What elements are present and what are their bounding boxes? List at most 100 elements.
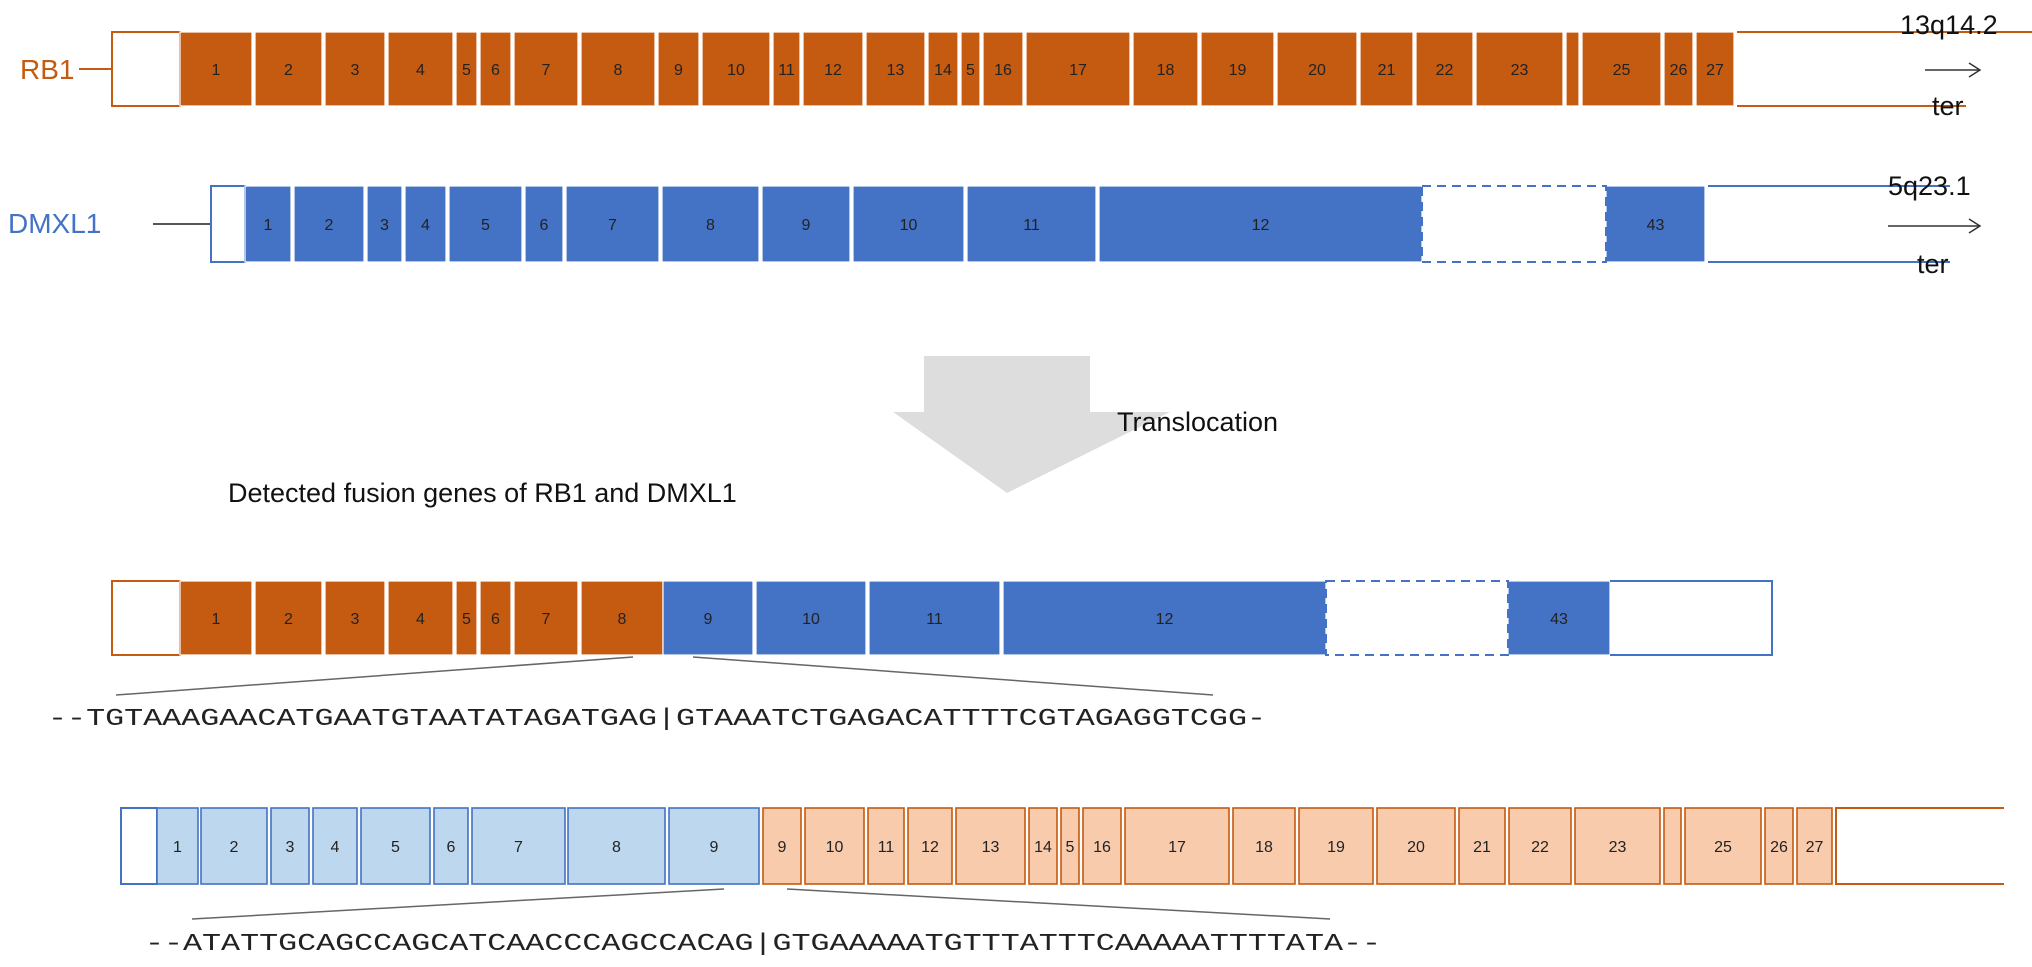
rb1-exon-2-label: 2 <box>284 62 293 79</box>
dmxl1-ter-label: ter <box>1917 249 1949 279</box>
fusion1-dmxl1-exon-5 <box>1507 580 1611 656</box>
rb1-exon-13-label: 13 <box>887 62 905 79</box>
fusion2-dmxl1-exon-6-label: 6 <box>447 839 456 856</box>
rb1-exon-25 <box>1581 31 1662 107</box>
fusion1-rb1-exon-5 <box>455 580 478 656</box>
fusion2-rb1-exon-2 <box>804 807 865 885</box>
fusion1-dmxl1-exon-4-label: 12 <box>1156 611 1174 628</box>
rb1-exon-5 <box>455 31 478 107</box>
fusion2-rb1-exon-10 <box>1232 807 1296 885</box>
rb1-exon-9 <box>657 31 700 107</box>
fusion1-junction-sequence: --TGTAAAGAACATGAATGTAATATAGATGAG|GTAAATC… <box>48 706 1266 733</box>
rb1-exon-20-label: 20 <box>1308 62 1326 79</box>
fusion1-rb1-exon-1 <box>179 580 253 656</box>
rb1-exon-14 <box>927 31 959 107</box>
fusion2-rb1-exon-13-label: 21 <box>1473 839 1491 856</box>
fusion1-dmxl1-exon-1-label: 9 <box>704 611 713 628</box>
fusion2-rb1-exon-19-label: 27 <box>1806 839 1824 856</box>
dmxl1-utr-5 <box>210 185 246 263</box>
rb1-exon-16-label: 16 <box>994 62 1012 79</box>
rb1-ter-label: ter <box>1932 91 1964 121</box>
fusion2-rb1-exon-16 <box>1663 807 1682 885</box>
fusion2-dmxl1-exon-2 <box>200 807 268 885</box>
fusion2-rb1-exon-12-label: 20 <box>1407 839 1425 856</box>
dmxl1-exon-9-label: 9 <box>802 217 811 234</box>
rb1-exon-19 <box>1200 31 1275 107</box>
fusion1-rb1-exon-3 <box>324 580 386 656</box>
rb1-exon-16 <box>982 31 1024 107</box>
fusion2-rb1-exon-14 <box>1508 807 1572 885</box>
rb1-exon-19-label: 19 <box>1229 62 1247 79</box>
fusion1-rb1-exon-5-label: 5 <box>462 611 471 628</box>
dmxl1-exon-4 <box>404 185 447 263</box>
fusion2-rb1-exon-3 <box>867 807 905 885</box>
fusion2-dmxl1-exon-9 <box>668 807 760 885</box>
rb1-exon-23-label: 23 <box>1511 62 1529 79</box>
fusion2-rb1-exon-15-label: 23 <box>1609 839 1627 856</box>
fusion1-dmxl1-exon-3 <box>868 580 1001 656</box>
fusion2-dmxl1-exon-1 <box>156 807 199 885</box>
fusion1-junction-line-left <box>115 656 634 696</box>
fusion2-rb1-exon-8 <box>1082 807 1122 885</box>
fusion1-rb1-exon-3-label: 3 <box>351 611 360 628</box>
rb1-exon-14-label: 14 <box>934 62 952 79</box>
rb1-exon-15 <box>960 31 981 107</box>
rb1-exon-6-label: 6 <box>491 62 500 79</box>
fusion2-dmxl1-exon-4-label: 4 <box>331 839 340 856</box>
fusion2-rb1-exon-4 <box>907 807 953 885</box>
rb1-exon-22-label: 22 <box>1436 62 1454 79</box>
dmxl1-exon-7-label: 7 <box>608 217 617 234</box>
dmxl1-exon-5-label: 5 <box>481 217 490 234</box>
rb1-exon-2 <box>254 31 323 107</box>
fusion2-rb1-exon-18 <box>1764 807 1794 885</box>
dmxl1-chromosome-location: 5q23.1 <box>1888 171 1971 201</box>
fusion2-dmxl1-exon-7-label: 7 <box>514 839 523 856</box>
fusion1-rb1-exon-1-label: 1 <box>212 611 221 628</box>
rb1-exon-11 <box>772 31 801 107</box>
fusion1-dmxl1-exon-3-label: 11 <box>926 611 943 628</box>
rb1-exon-13 <box>865 31 926 107</box>
fusion2-rb1-exon-14-label: 22 <box>1531 839 1549 856</box>
rb1-exon-17 <box>1025 31 1131 107</box>
rb1-exon-1-label: 1 <box>212 62 221 79</box>
dmxl1-exon-11-label: 11 <box>1023 217 1040 234</box>
rb1-exon-21 <box>1359 31 1414 107</box>
fusion1-utr-5 <box>111 580 181 656</box>
dmxl1-exon-11 <box>966 185 1097 263</box>
rb1-exon-27-label: 27 <box>1706 62 1724 79</box>
fusion2-utr-3 <box>1835 807 2004 885</box>
fusion1-rb1-exon-8 <box>580 580 664 656</box>
rb1-exon-18 <box>1132 31 1199 107</box>
fusion1-utr-3 <box>1610 580 1773 656</box>
fusion2-rb1-exon-7 <box>1060 807 1080 885</box>
fusion2-dmxl1-exon-5-label: 5 <box>391 839 400 856</box>
fusion1-rb1-exon-2 <box>254 580 323 656</box>
fusion2-rb1-exon-11 <box>1298 807 1374 885</box>
rb1-exon-21-label: 21 <box>1378 62 1396 79</box>
fusion2-dmxl1-exon-6 <box>433 807 469 885</box>
rb1-exon-7-label: 7 <box>542 62 551 79</box>
rb1-exon-22 <box>1415 31 1474 107</box>
fusion2-rb1-exon-2-label: 10 <box>826 839 844 856</box>
rb1-exon-26 <box>1663 31 1694 107</box>
fusion2-rb1-exon-1 <box>762 807 802 885</box>
fusion1-dmxl1-exon-2 <box>755 580 867 656</box>
rb1-exon-1 <box>179 31 253 107</box>
dmxl1-exon-12-label: 12 <box>1252 217 1270 234</box>
rb1-exon-4 <box>387 31 454 107</box>
fusion2-rb1-exon-11-label: 19 <box>1327 839 1345 856</box>
fusion1-dmxl1-exon-4 <box>1002 580 1327 656</box>
rb1-exon-12 <box>802 31 864 107</box>
translocation-arrow <box>893 356 1170 493</box>
rb1-exon-18-label: 18 <box>1157 62 1175 79</box>
fusion2-dmxl1-exon-8 <box>567 807 666 885</box>
fusion2-rb1-exon-1-label: 9 <box>778 839 787 856</box>
fusion2-rb1-exon-5-label: 13 <box>982 839 1000 856</box>
fusion2-dmxl1-exon-4 <box>312 807 358 885</box>
fusion-caption: Detected fusion genes of RB1 and DMXL1 <box>228 478 737 508</box>
dmxl1-exon-3-label: 3 <box>380 217 389 234</box>
